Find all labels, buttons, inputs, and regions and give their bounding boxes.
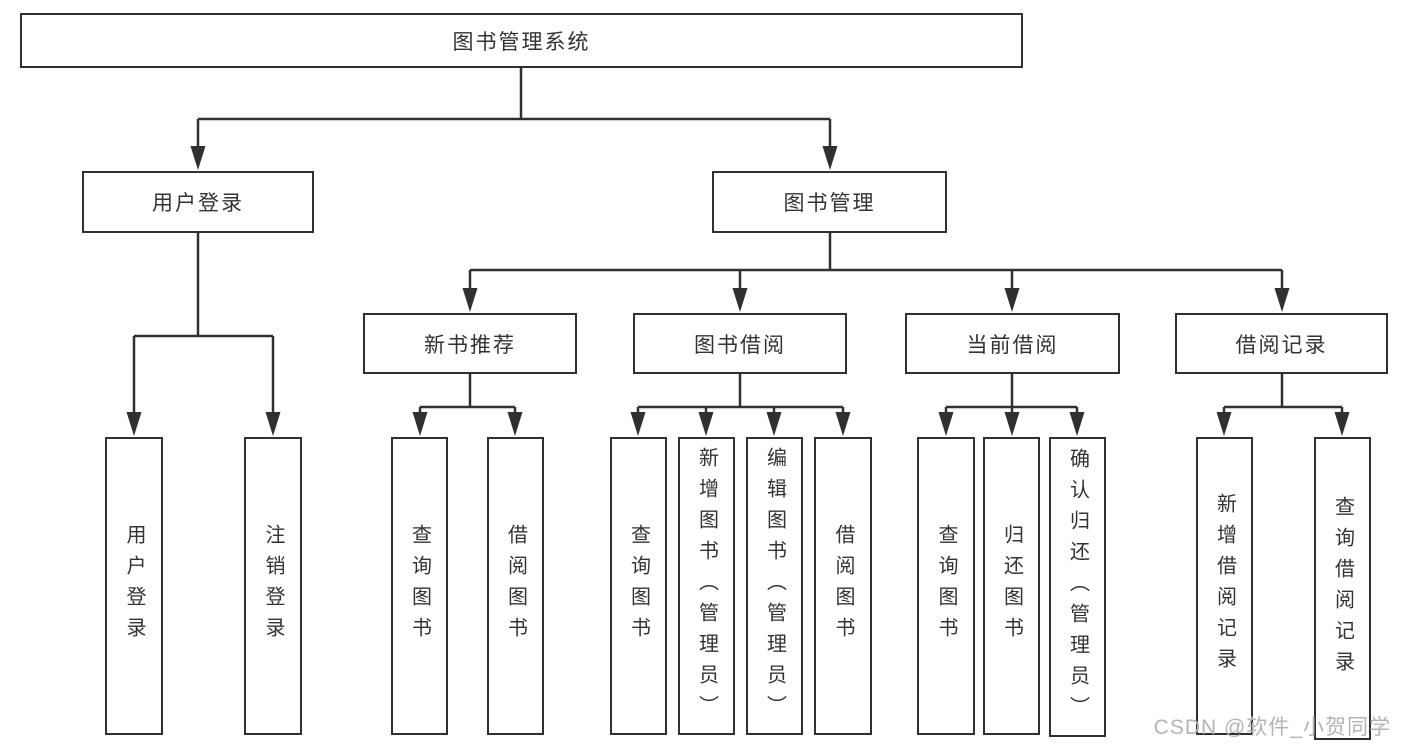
- node-new-book-recommend: 新书推荐: [363, 313, 577, 374]
- leaf-return-books: 归还图书: [983, 437, 1040, 735]
- arrowheads: [126, 146, 1350, 436]
- leaf-borrow-books-recommend: 借阅图书: [487, 437, 544, 735]
- csdn-watermark: CSDN @软件_小贺同学: [1153, 716, 1391, 739]
- leaf-confirm-return-admin: 确认归还（管理员）: [1049, 437, 1106, 737]
- node-root: 图书管理系统: [20, 13, 1023, 68]
- node-borrow-records: 借阅记录: [1175, 313, 1388, 374]
- node-book-management: 图书管理: [712, 171, 947, 233]
- leaf-user-login: 用户登录: [105, 437, 163, 735]
- leaf-query-books-recommend: 查询图书: [391, 437, 448, 735]
- node-book-borrow: 图书借阅: [633, 313, 847, 374]
- leaf-add-books-admin: 新增图书（管理员）: [678, 437, 735, 735]
- leaf-query-borrow-record: 查询借阅记录: [1314, 437, 1371, 740]
- node-current-borrow: 当前借阅: [905, 313, 1120, 374]
- leaf-query-books-borrow: 查询图书: [610, 437, 667, 735]
- leaf-add-borrow-record: 新增借阅记录: [1196, 437, 1253, 735]
- leaf-edit-books-admin: 编辑图书（管理员）: [746, 437, 803, 735]
- connector-paths: [132, 68, 1344, 413]
- leaf-logout: 注销登录: [244, 437, 302, 735]
- leaf-borrow-books: 借阅图书: [814, 437, 872, 735]
- node-user-login: 用户登录: [82, 171, 314, 233]
- leaf-query-books-current: 查询图书: [917, 437, 975, 735]
